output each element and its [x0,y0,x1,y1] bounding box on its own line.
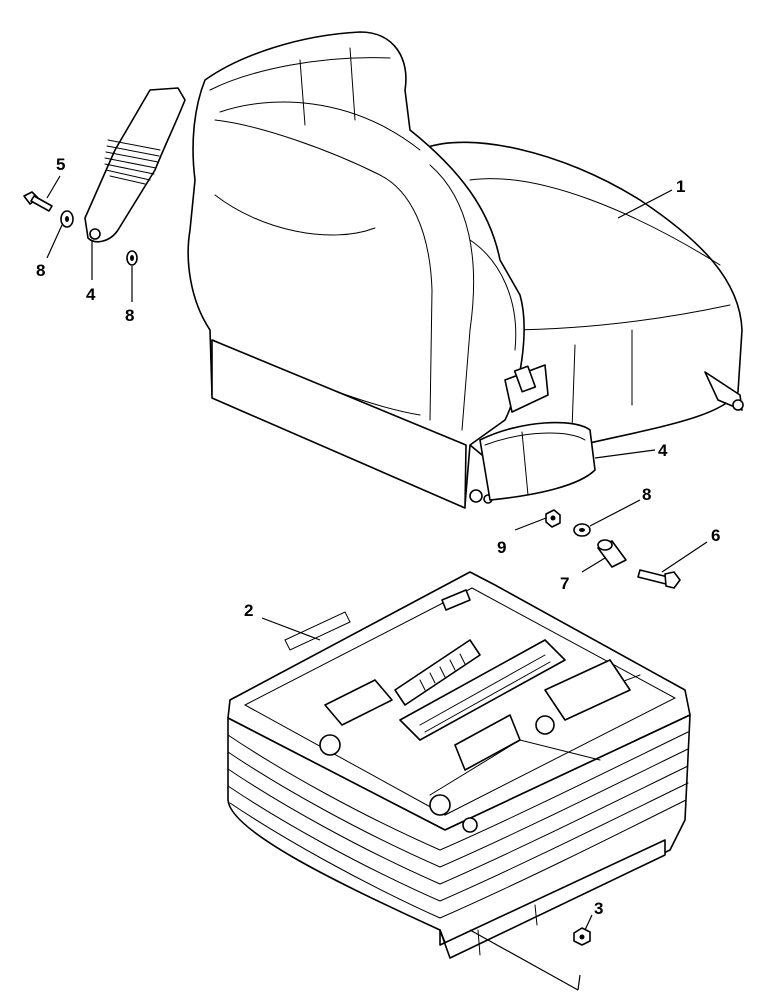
callout-6: 6 [711,526,720,545]
suspension-assembly [227,571,691,959]
nut-item-9 [545,509,561,528]
bolt-item-6 [637,569,681,589]
nut-item-3 [573,927,591,946]
slotted-plate [399,639,566,741]
spacer-item-7 [597,539,627,568]
callout-4-upper: 4 [86,285,96,304]
seat-belt-tongue [84,87,186,243]
callout-2: 2 [244,601,253,620]
callout-5: 5 [56,155,65,174]
bolt-item-5 [23,191,53,212]
callout-labels: 1 2 3 4 4 5 6 7 8 8 8 9 [36,155,720,918]
callout-1: 1 [676,177,685,196]
leader-lines [46,175,708,991]
seat-cushion-assembly [187,31,744,509]
callout-8-right: 8 [642,485,651,504]
washer-item-8-right [573,523,591,537]
washer-item-8-left [60,210,74,228]
belt-spring-coil [104,139,161,185]
callout-8-left: 8 [36,261,45,280]
callout-4-lower: 4 [658,441,668,460]
callout-3: 3 [594,899,603,918]
callout-9: 9 [497,538,506,557]
shock-absorber [394,639,481,706]
callout-7: 7 [560,574,569,593]
washer-item-8-mid [126,250,138,266]
seat-belt-buckle [479,421,596,501]
callout-8-mid: 8 [125,306,134,325]
